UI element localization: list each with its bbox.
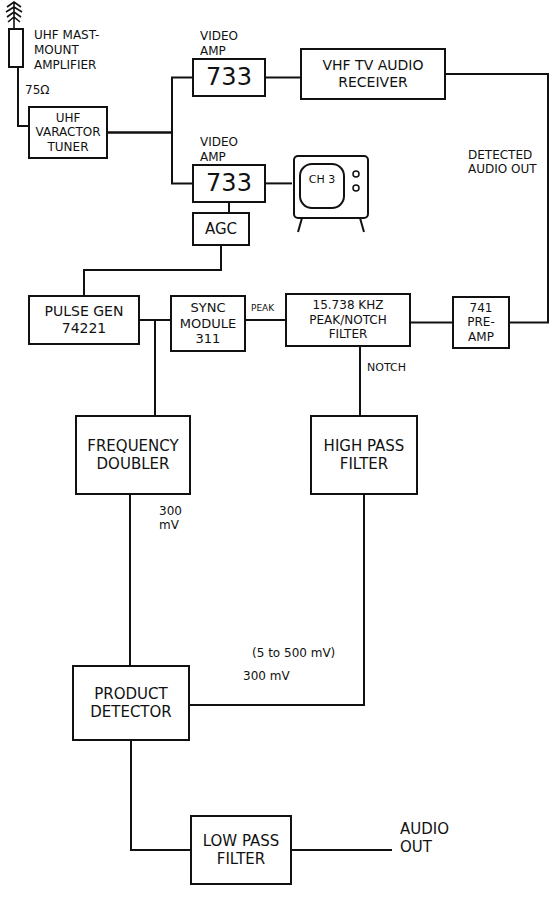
high-pass-box: HIGH PASS FILTER (310, 415, 418, 495)
signal-wire (129, 495, 131, 665)
audio-out-line (292, 849, 392, 851)
antenna-symbol (6, 2, 22, 28)
amplifier-box (8, 28, 24, 68)
box-label: UHF VARACTOR TUNER (34, 111, 102, 154)
signal-wire (246, 319, 285, 321)
sync-module-box: SYNC MODULE 311 (170, 295, 246, 352)
box-label: UHF MAST-MOUNT AMPLIFIER (34, 28, 144, 73)
signal-wire (140, 320, 155, 415)
wire-label: NOTCH (366, 362, 407, 375)
tv-set: CH 3 (292, 148, 372, 234)
signal-wire (108, 77, 192, 132)
agc-box: AGC (192, 212, 250, 246)
output-note: AUDIO OUT (400, 820, 462, 856)
box-label: SYNC MODULE 311 (176, 300, 240, 347)
video-amp-box: VIDEO AMP733 (192, 58, 266, 97)
output-note: DETECTED AUDIO OUT (468, 148, 542, 177)
block-heading: VIDEO AMP (200, 135, 260, 164)
box-label: 15.738 KHZ PEAK/NOTCH FILTER (291, 298, 405, 341)
signal-wire (446, 74, 548, 323)
tuner-box: UHF VARACTOR TUNER (28, 106, 108, 159)
mast-amplifier: UHF MAST-MOUNT AMPLIFIER (4, 28, 144, 73)
signal-wire (228, 203, 230, 212)
filter-box: 15.738 KHZ PEAK/NOTCH FILTER (285, 293, 411, 347)
block-heading: VIDEO AMP (200, 29, 260, 58)
signal-wire (411, 322, 452, 324)
wire-label: PEAK (250, 303, 275, 313)
signal-wire (359, 347, 361, 415)
box-label: LOW PASS FILTER (196, 832, 286, 868)
box-label: AGC (205, 220, 237, 238)
box-label: PULSE GEN 74221 (34, 303, 134, 337)
signal-wire (108, 133, 192, 184)
product-detector-box: PRODUCT DETECTOR (72, 665, 190, 741)
signal-wire (131, 741, 190, 850)
receiver-box: VHF TV AUDIO RECEIVER (300, 48, 446, 100)
box-label: VHF TV AUDIO RECEIVER (306, 57, 440, 91)
wire-label: 300 mV (158, 505, 190, 533)
signal-wire (266, 76, 300, 78)
box-label: 741 PRE-AMP (458, 301, 504, 344)
box-label: HIGH PASS FILTER (316, 437, 412, 473)
preamp-box: 741 PRE-AMP (452, 296, 510, 349)
wire-label: 75Ω (24, 84, 50, 98)
level-note: (5 to 500 mV) (252, 646, 362, 660)
signal-wire (190, 495, 364, 705)
doubler-box: FREQUENCY DOUBLER (75, 415, 191, 495)
tv-outline (292, 148, 372, 234)
low-pass-box: LOW PASS FILTER (190, 815, 292, 885)
video-amp-box: VIDEO AMP733 (192, 164, 266, 203)
signal-wire (84, 246, 221, 295)
box-label: PRODUCT DETECTOR (78, 685, 184, 721)
channel-label: CH 3 (302, 174, 342, 186)
box-label: FREQUENCY DOUBLER (81, 437, 185, 473)
signal-wire (266, 182, 292, 184)
pulse-gen-box: PULSE GEN 74221 (28, 295, 140, 345)
wire-label: 300 mV (242, 670, 291, 684)
chip-number: 733 (206, 169, 252, 198)
chip-number: 733 (206, 63, 252, 92)
